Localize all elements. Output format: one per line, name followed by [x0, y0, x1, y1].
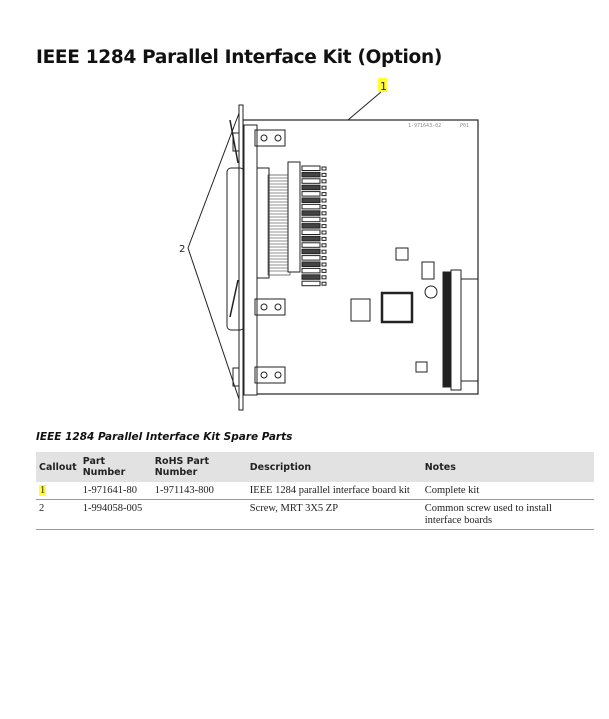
front-plate	[238, 104, 244, 411]
resistor	[301, 191, 321, 197]
table-caption: IEEE 1284 Parallel Interface Kit Spare P…	[36, 431, 293, 443]
row-part-number: 1-994058-005	[79, 499, 152, 530]
header-part-number: Part Number	[79, 452, 152, 482]
connector-housing	[256, 167, 270, 279]
callout-2-label: 2	[179, 244, 185, 255]
smd-component	[321, 275, 327, 280]
smd-component	[321, 192, 327, 197]
mounting-bracket	[243, 124, 258, 396]
smd-component	[321, 249, 327, 254]
board-label: 1-971643-02	[408, 123, 441, 129]
resistor	[301, 274, 321, 280]
smd-component	[321, 268, 327, 273]
regulator	[421, 261, 435, 280]
smd-component	[321, 262, 327, 267]
smd-component	[321, 217, 327, 222]
row-notes: Complete kit	[421, 482, 594, 500]
resistor	[301, 178, 321, 184]
resistor	[301, 235, 321, 242]
resistor	[301, 229, 321, 235]
resistor	[301, 171, 321, 178]
header-notes: Notes	[421, 452, 594, 482]
parallel-interface-board-diagram: 1 2 1-971643-02 P01	[179, 78, 479, 411]
resistor	[301, 203, 321, 210]
smd-component	[321, 166, 327, 171]
header-rohs-part-number: RoHS Part Number	[151, 452, 247, 482]
resistor	[301, 223, 321, 229]
resistor	[301, 280, 321, 287]
row-rohs-part-number: 1-971143-800	[151, 482, 247, 500]
edge-connector-pins	[442, 271, 452, 388]
row-notes: Common screw used to install interface b…	[421, 499, 594, 530]
db-connector	[226, 167, 245, 331]
resistor	[301, 242, 321, 248]
smd-component	[321, 236, 327, 241]
smd-component	[321, 230, 327, 235]
callout-2-leader-top	[187, 107, 242, 249]
table-row: 1 1-971641-80 1-971143-800 IEEE 1284 par…	[36, 482, 594, 500]
resistor	[301, 165, 321, 171]
smd-component	[321, 185, 327, 190]
resistor	[301, 261, 321, 267]
resistor	[301, 197, 321, 203]
header-connector	[287, 161, 301, 273]
smd-component	[321, 224, 327, 229]
resistor	[301, 267, 321, 274]
page-title: IEEE 1284 Parallel Interface Kit (Option…	[36, 47, 442, 68]
smd-component	[321, 256, 327, 261]
spare-parts-table: Callout Part Number RoHS Part Number Des…	[36, 452, 594, 530]
smd-component	[321, 198, 327, 203]
smd-component	[321, 211, 327, 216]
header-description: Description	[246, 452, 422, 482]
table-header-row: Callout Part Number RoHS Part Number Des…	[36, 452, 594, 482]
main-ic	[380, 291, 414, 324]
row-callout: 1	[39, 485, 47, 496]
edge-connector-body	[460, 278, 479, 382]
resistor-array	[301, 165, 327, 287]
resistor	[301, 248, 321, 255]
screw-top	[229, 119, 239, 164]
resistor	[301, 255, 321, 261]
resistor	[301, 210, 321, 216]
table-row: 2 1-994058-005 Screw, MRT 3X5 ZP Common …	[36, 499, 594, 530]
screw-bottom	[229, 279, 239, 318]
smd-component	[321, 172, 327, 177]
resistor	[301, 216, 321, 223]
smd-component	[321, 179, 327, 184]
row-part-number: 1-971641-80	[79, 482, 152, 500]
small-ic-1	[395, 247, 409, 261]
oscillator-ic	[350, 298, 371, 322]
smd-component	[321, 204, 327, 209]
callout-1-highlight	[378, 78, 387, 92]
small-ic-2	[415, 361, 428, 373]
capacitor	[424, 285, 438, 299]
row-description: Screw, MRT 3X5 ZP	[246, 499, 422, 530]
row-description: IEEE 1284 parallel interface board kit	[246, 482, 422, 500]
smd-component	[321, 281, 327, 286]
row-rohs-part-number	[151, 499, 247, 530]
board-rev: P01	[460, 123, 469, 129]
smd-component	[321, 243, 327, 248]
edge-connector	[450, 269, 462, 391]
resistor	[301, 184, 321, 191]
callout-1-leader	[347, 91, 382, 121]
row-callout: 2	[36, 499, 80, 530]
header-callout: Callout	[36, 452, 80, 482]
callout-2-leader-bottom	[187, 247, 242, 406]
ribbon-cable	[267, 174, 291, 276]
callout-1-label: 1	[380, 80, 387, 93]
